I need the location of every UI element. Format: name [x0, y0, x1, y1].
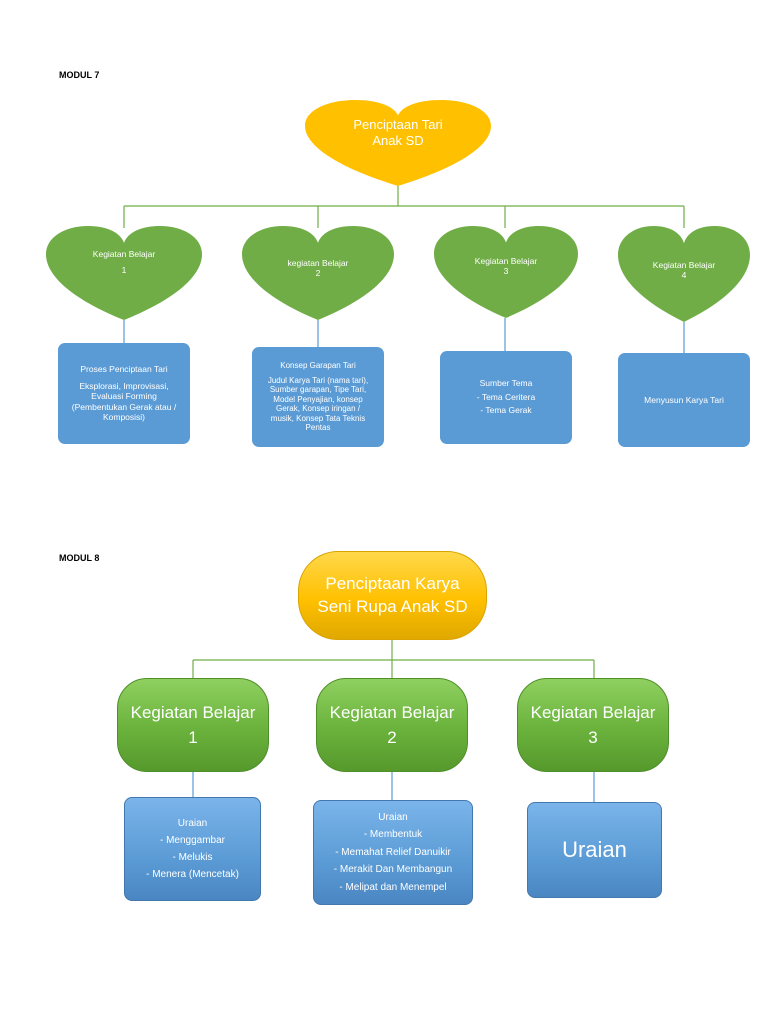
m8-kb1-node: Kegiatan Belajar 1: [117, 678, 269, 772]
m7-kb1-heart-shape: [46, 226, 202, 320]
m7-kb3-title: Kegiatan Belajar 3: [434, 248, 578, 284]
m7-box3-line: - Tema Gerak: [480, 405, 532, 416]
m7-kb2-line2: 2: [315, 268, 321, 278]
m7-box2-line: Sumber garapan, Tipe Tari,: [269, 385, 367, 395]
m7-box2: Konsep Garapan Tari Judul Karya Tari (na…: [252, 347, 384, 447]
m8-box2-line: - Membentuk: [363, 829, 423, 841]
m7-kb3-line1: Kegiatan Belajar: [474, 255, 538, 266]
m7-kb1-line2: 1: [121, 265, 127, 275]
m8-box1-head: Uraian: [177, 818, 208, 829]
m7-box4-head: Menyusun Karya Tari: [644, 394, 724, 405]
m8-box1-line: - Menera (Mencetak): [146, 869, 239, 880]
m8-kb2-line2: 2: [387, 728, 397, 747]
m7-box2-line: musik, Konsep Tata Teknis: [270, 413, 366, 423]
m7-kb4-line2: 4: [681, 270, 687, 280]
modul8-label: MODUL 8: [59, 553, 100, 563]
m7-box3-head: Sumber Tema: [479, 378, 533, 389]
m7-kb2-title: kegiatan Belajar 2: [242, 250, 394, 286]
m7-kb3-heart-shape: [434, 226, 578, 318]
m7-kb3-line2: 3: [503, 266, 509, 276]
m8-box2-line: - Memahat Relief Danuikir: [335, 846, 451, 858]
m8-box1-line: - Melukis: [172, 852, 213, 863]
m7-box3-line: - Tema Ceritera: [476, 391, 536, 402]
m8-box3: Uraian: [527, 802, 662, 898]
m7-kb2-line1: kegiatan Belajar: [287, 257, 349, 268]
m8-kb3-line1: Kegiatan Belajar: [530, 702, 656, 722]
m7-box1-line: Komposisi): [102, 412, 146, 423]
m7-box2-line: Gerak, Konsep iringan /: [275, 404, 361, 414]
m7-box1-line: Eksplorasi, Improvisasi,: [79, 380, 169, 391]
m7-root-line1: Penciptaan Tari: [353, 117, 443, 133]
m8-root-line2: Seni Rupa Anak SD: [317, 596, 468, 616]
m7-root-line2: Anak SD: [372, 133, 424, 148]
m8-kb2-line1: Kegiatan Belajar: [329, 702, 455, 722]
m7-root-title: Penciptaan Tari Anak SD: [305, 100, 491, 166]
m8-kb1-line1: Kegiatan Belajar: [130, 702, 256, 722]
m7-kb4-line1: Kegiatan Belajar: [652, 259, 716, 270]
m8-kb2-node: Kegiatan Belajar 2: [316, 678, 468, 772]
m8-root-line1: Penciptaan Karya: [325, 574, 460, 594]
m8-kb3-line2: 3: [588, 728, 598, 747]
m7-box3: Sumber Tema - Tema Ceritera - Tema Gerak: [440, 351, 572, 444]
m7-kb1-line1: Kegiatan Belajar: [92, 248, 156, 259]
m8-kb1-line2: 1: [188, 728, 198, 747]
m8-box2-head: Uraian: [378, 811, 408, 823]
m8-box2-line: - Melipat dan Menempel: [339, 881, 447, 893]
m8-box2: Uraian - Membentuk - Memahat Relief Danu…: [313, 800, 473, 905]
m7-box2-line: Model Penyajian, konsep: [273, 394, 363, 404]
m7-root-heart-shape: [305, 100, 491, 186]
m8-box1-line: - Menggambar: [159, 835, 226, 846]
m7-box1-head: Proses Penciptaan Tari: [80, 363, 168, 374]
m8-root-node: Penciptaan Karya Seni Rupa Anak SD: [298, 551, 487, 640]
m8-box2-line: - Merakit Dan Membangun: [333, 864, 453, 876]
m7-box2-line: Judul Karya Tari (nama tari),: [267, 375, 369, 385]
m8-box1: Uraian - Menggambar - Melukis - Menera (…: [124, 797, 261, 901]
m7-kb4-heart-shape: [618, 226, 750, 322]
m7-kb1-title: Kegiatan Belajar 1: [46, 242, 202, 282]
m7-box1: Proses Penciptaan Tari Eksplorasi, Impro…: [58, 343, 190, 444]
m7-kb4-title: Kegiatan Belajar 4: [618, 252, 750, 288]
m7-box4: Menyusun Karya Tari: [618, 353, 750, 447]
m7-box1-line: Evaluasi Forming: [91, 391, 157, 402]
m7-box2-line: Pentas: [305, 423, 331, 433]
m8-box3-head: Uraian: [562, 837, 627, 863]
m7-kb2-heart-shape: [242, 226, 394, 320]
modul7-label: MODUL 7: [59, 70, 100, 80]
m7-box1-line: (Pembentukan Gerak atau /: [71, 401, 177, 412]
m7-box2-head: Konsep Garapan Tari: [280, 360, 356, 370]
m8-kb3-node: Kegiatan Belajar 3: [517, 678, 669, 772]
